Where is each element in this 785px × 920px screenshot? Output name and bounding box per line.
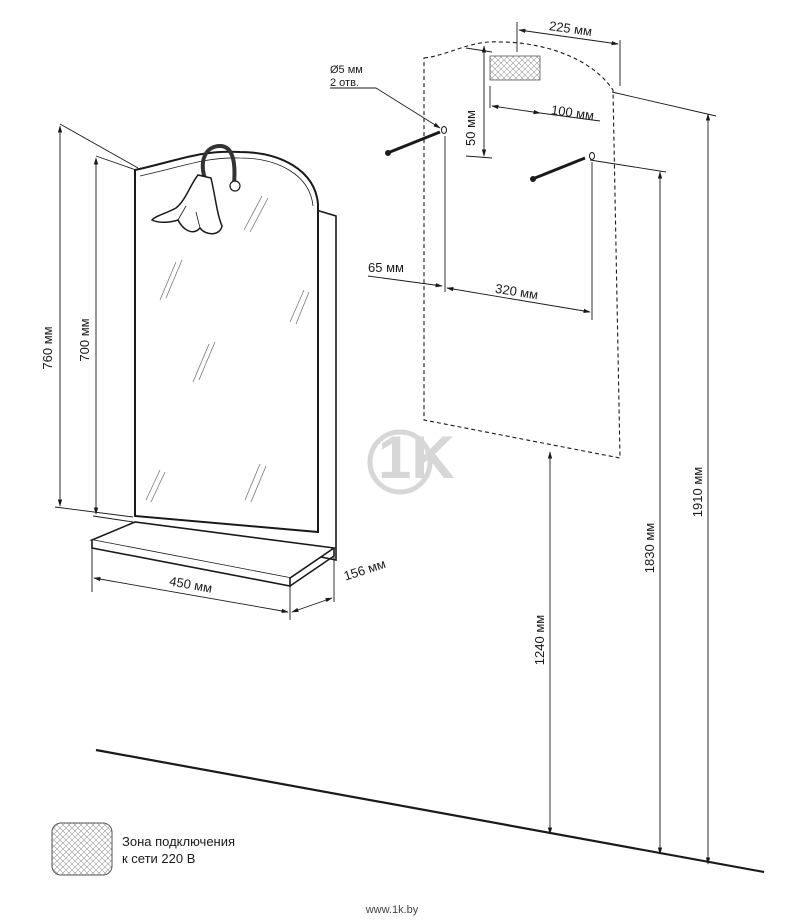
mirror-outline-dashed <box>423 41 621 459</box>
legend-line2: к сети 220 В <box>122 851 195 866</box>
dim-760: 760 мм <box>40 326 55 369</box>
wall-mount-outline <box>330 22 621 459</box>
screw-left <box>385 126 447 156</box>
dim-65: 65 мм <box>368 260 404 275</box>
watermark-logo: 1K <box>367 424 455 495</box>
mirror-dimensions <box>54 123 335 620</box>
dim-225: 225 мм <box>548 18 593 39</box>
mirror-side-panel <box>315 209 337 561</box>
height-dimensions <box>547 91 717 865</box>
dim-hole-diameter: Ø5 мм <box>330 64 363 76</box>
mirror-glare <box>145 195 310 503</box>
legend: Зона подключения к сети 220 В <box>51 822 235 876</box>
legend-swatch <box>51 822 113 876</box>
screw-right <box>530 152 595 182</box>
dim-1910: 1910 мм <box>690 467 705 517</box>
lamp-arm <box>200 143 237 185</box>
mirror-frame <box>134 150 319 534</box>
lamp-shade <box>150 174 223 235</box>
dim-1240: 1240 мм <box>532 615 547 665</box>
mirror-inner-edge <box>139 157 314 207</box>
svg-text:1K: 1K <box>378 424 455 491</box>
dim-hole-count: 2 отв. <box>330 77 359 89</box>
dim-100: 100 мм <box>550 102 595 123</box>
watermark-site: www.1k.by <box>365 904 419 916</box>
mirror-shelf-front <box>91 540 291 587</box>
legend-line1: Зона подключения <box>122 834 235 849</box>
dim-50: 50 мм <box>463 110 478 146</box>
mirror-drawing <box>89 143 337 587</box>
dim-450: 450 мм <box>168 573 213 595</box>
dim-156: 156 мм <box>342 556 388 584</box>
dim-700: 700 мм <box>77 318 92 361</box>
connection-zone <box>489 55 541 81</box>
floor-line <box>95 748 765 874</box>
dim-320: 320 мм <box>494 281 539 303</box>
dim-1830: 1830 мм <box>642 523 657 573</box>
